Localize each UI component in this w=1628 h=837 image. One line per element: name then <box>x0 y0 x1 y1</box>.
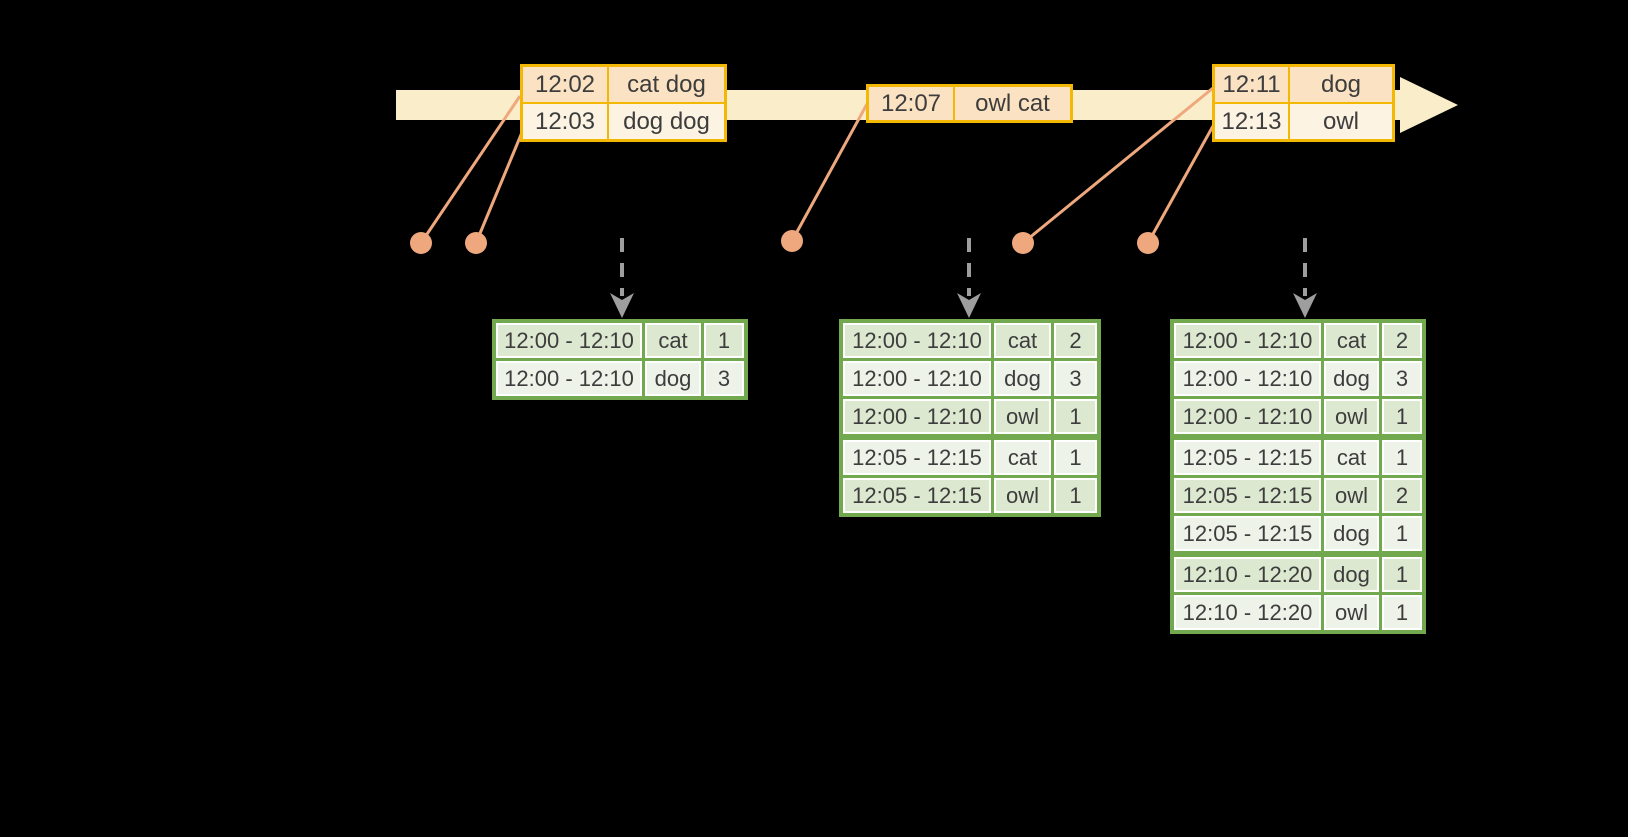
window-cell: 12:00 - 12:10 <box>496 323 642 358</box>
window-cell: 12:05 - 12:15 <box>1174 516 1321 551</box>
window-cell: 12:00 - 12:10 <box>843 323 991 358</box>
count-cell: 1 <box>1382 595 1422 630</box>
word-cell: owl <box>1324 595 1379 630</box>
event-box-1202-1203: 12:02 cat dog 12:03 dog dog <box>520 64 727 142</box>
word-cell: owl <box>1324 478 1379 513</box>
trigger-arrowhead-icon <box>610 293 634 318</box>
window-cell: 12:00 - 12:10 <box>496 361 642 396</box>
count-cell: 1 <box>1382 557 1422 592</box>
event-words: owl cat <box>955 87 1070 120</box>
event-words: cat dog <box>609 67 724 102</box>
word-cell: cat <box>1324 323 1379 358</box>
word-cell: dog <box>1324 557 1379 592</box>
word-cell: cat <box>994 323 1051 358</box>
event-box-1207: 12:07 owl cat <box>866 84 1073 123</box>
count-cell: 2 <box>1382 478 1422 513</box>
event-time: 12:07 <box>869 87 953 120</box>
count-cell: 1 <box>1382 440 1422 475</box>
trigger-arrowhead-icon <box>1293 293 1317 318</box>
count-cell: 1 <box>1054 440 1097 475</box>
word-cell: cat <box>994 440 1051 475</box>
timeline-arrowhead-icon <box>1400 77 1458 133</box>
word-cell: owl <box>1324 399 1379 434</box>
event-words: dog <box>1290 67 1392 102</box>
count-cell: 3 <box>704 361 744 396</box>
event-time: 12:02 <box>523 67 607 102</box>
event-connector-line <box>1022 86 1214 245</box>
event-connector-line <box>474 129 525 244</box>
result-table-1: 12:00 - 12:10 cat 1 12:00 - 12:10 dog 3 <box>492 319 748 400</box>
word-cell: cat <box>1324 440 1379 475</box>
event-words: dog dog <box>609 104 724 139</box>
window-cell: 12:10 - 12:20 <box>1174 557 1321 592</box>
word-cell: cat <box>645 323 701 358</box>
event-dot <box>465 232 487 254</box>
event-words: owl <box>1290 104 1392 139</box>
event-time: 12:11 <box>1215 67 1288 102</box>
count-cell: 1 <box>1054 478 1097 513</box>
event-box-1211-1213: 12:11 dog 12:13 owl <box>1212 64 1395 142</box>
event-time: 12:13 <box>1215 104 1288 139</box>
event-dot <box>1137 232 1159 254</box>
result-table-2: 12:00 - 12:10 cat 2 12:00 - 12:10 dog 3 … <box>839 319 1101 517</box>
count-cell: 1 <box>1054 399 1097 434</box>
count-cell: 1 <box>1382 516 1422 551</box>
event-dot <box>410 232 432 254</box>
count-cell: 1 <box>1382 399 1422 434</box>
word-cell: dog <box>1324 516 1379 551</box>
word-cell: owl <box>994 478 1051 513</box>
word-cell: dog <box>645 361 701 396</box>
trigger-arrowhead-icon <box>957 293 981 318</box>
event-connector-line <box>1146 125 1215 244</box>
window-cell: 12:10 - 12:20 <box>1174 595 1321 630</box>
count-cell: 3 <box>1382 361 1422 396</box>
window-cell: 12:05 - 12:15 <box>1174 478 1321 513</box>
word-cell: dog <box>1324 361 1379 396</box>
result-table-3: 12:00 - 12:10 cat 2 12:00 - 12:10 dog 3 … <box>1170 319 1426 634</box>
count-cell: 2 <box>1054 323 1097 358</box>
window-cell: 12:05 - 12:15 <box>843 478 991 513</box>
window-cell: 12:00 - 12:10 <box>1174 361 1321 396</box>
window-cell: 12:05 - 12:15 <box>1174 440 1321 475</box>
event-dot <box>781 230 803 252</box>
window-cell: 12:05 - 12:15 <box>843 440 991 475</box>
word-cell: dog <box>994 361 1051 396</box>
event-dot <box>1012 232 1034 254</box>
count-cell: 1 <box>704 323 744 358</box>
window-cell: 12:00 - 12:10 <box>1174 399 1321 434</box>
count-cell: 3 <box>1054 361 1097 396</box>
window-cell: 12:00 - 12:10 <box>843 399 991 434</box>
window-cell: 12:00 - 12:10 <box>843 361 991 396</box>
window-cell: 12:00 - 12:10 <box>1174 323 1321 358</box>
event-connector-line <box>790 103 869 242</box>
event-time: 12:03 <box>523 104 607 139</box>
word-cell: owl <box>994 399 1051 434</box>
event-connector-line <box>419 95 522 244</box>
count-cell: 2 <box>1382 323 1422 358</box>
